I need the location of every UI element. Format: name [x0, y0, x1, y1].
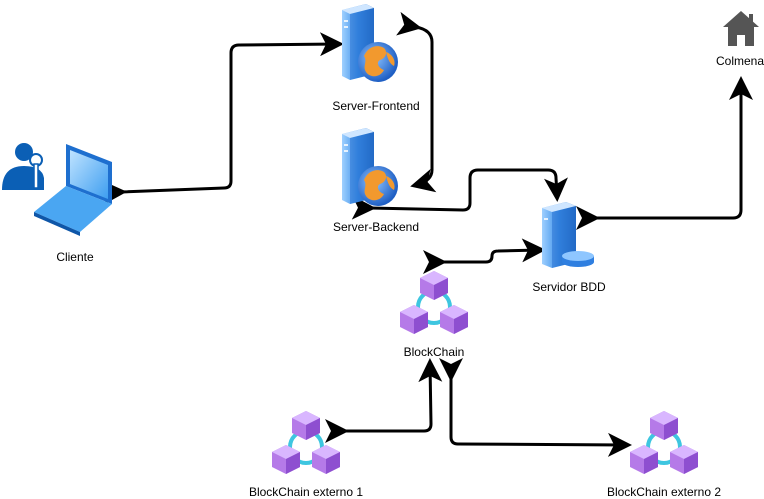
- node-blockchain-externo-2[interactable]: BlockChain externo 2: [607, 409, 721, 499]
- node-colmena[interactable]: Colmena: [716, 11, 764, 68]
- home-icon: [723, 11, 759, 46]
- laptop-user-icon: [2, 143, 112, 236]
- servidor-bdd-label: Servidor BDD: [532, 280, 606, 294]
- edge-cliente-frontend: [102, 32, 344, 205]
- edge-ext1-blockchain: [325, 358, 443, 443]
- blockchain-icon: [270, 409, 342, 476]
- node-blockchain-externo-1[interactable]: BlockChain externo 1: [249, 409, 363, 499]
- web-server-icon: [342, 128, 398, 206]
- blockchain-externo-2-label: BlockChain externo 2: [607, 485, 721, 499]
- edge-backend-bdd: [351, 168, 568, 220]
- server-frontend-label: Server-Frontend: [332, 99, 419, 113]
- blockchain-label: BlockChain: [404, 345, 465, 359]
- colmena-label: Colmena: [716, 54, 764, 68]
- node-cliente[interactable]: Cliente: [2, 143, 112, 264]
- database-server-icon: [542, 202, 594, 268]
- node-blockchain[interactable]: BlockChain: [398, 269, 470, 359]
- edge-blockchain-ext2: [439, 358, 632, 457]
- blockchain-icon: [398, 269, 470, 336]
- edge-blockchain-bdd: [423, 238, 546, 274]
- node-server-backend[interactable]: Server-Backend: [333, 128, 419, 234]
- edge-bdd-colmena: [576, 76, 753, 230]
- web-server-icon: [342, 4, 398, 82]
- cliente-label: Cliente: [56, 250, 94, 264]
- connections: [102, 11, 753, 457]
- server-backend-label: Server-Backend: [333, 220, 419, 234]
- blockchain-icon: [628, 409, 700, 476]
- node-server-frontend[interactable]: Server-Frontend: [332, 4, 420, 113]
- node-servidor-bdd[interactable]: Servidor BDD: [532, 202, 606, 294]
- blockchain-externo-1-label: BlockChain externo 1: [249, 485, 363, 499]
